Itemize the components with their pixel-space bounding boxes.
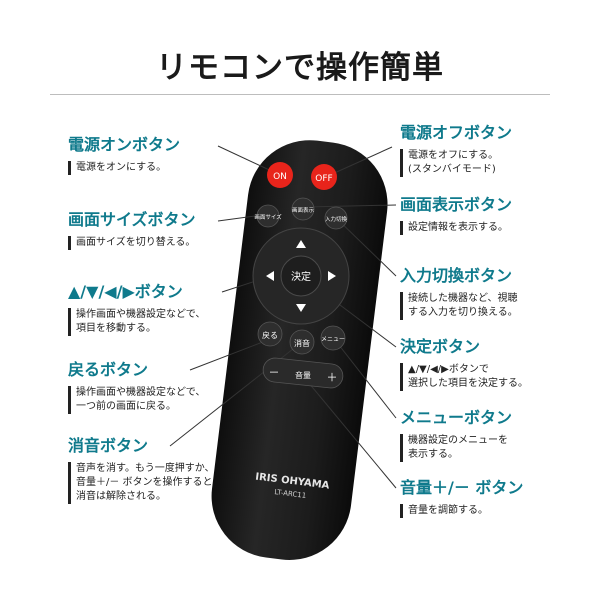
mute-callout: 消音ボタン 音声を消す。もう一度押すか、 音量＋/－ ボタンを操作すると 消音は…: [68, 436, 215, 504]
description-line: 音量＋/－ ボタンを操作すると: [76, 477, 213, 488]
description-line: 操作画面や機器設定などで、: [76, 387, 206, 398]
description-line: 設定情報を表示する。: [408, 222, 508, 233]
mute-description: 音声を消す。もう一度押すか、 音量＋/－ ボタンを操作すると 消音は解除される。: [68, 462, 215, 504]
power-off-description: 電源をオフにする。 (スタンバイモード): [400, 149, 512, 177]
volume-description: 音量を調節する。: [400, 504, 523, 518]
power-off-button: [311, 164, 337, 190]
arrows-callout: ▲/▼/◀/▶ボタン 操作画面や機器設定などで、 項目を移動する。: [68, 282, 205, 336]
description-line: 消音は解除される。: [76, 491, 166, 502]
screen-size-description: 画面サイズを切り替える。: [68, 236, 196, 250]
input-callout: 入力切換ボタン 接続した機器など、視聴 する入力を切り換える。: [400, 266, 518, 320]
power-off-callout: 電源オフボタン 電源をオフにする。 (スタンバイモード): [400, 123, 512, 177]
screen-size-button-label: 画面サイズ: [254, 213, 282, 221]
mute-button: [289, 329, 315, 355]
back-button-label: 戻る: [262, 330, 278, 340]
back-button: [257, 321, 283, 347]
display-description: 設定情報を表示する。: [400, 221, 512, 235]
display-button-label: 画面表示: [292, 206, 315, 214]
power-on-button-label: ON: [273, 172, 287, 182]
title-divider: [50, 94, 550, 95]
back-callout: 戻るボタン 操作画面や機器設定などで、 一つ前の画面に戻る。: [68, 360, 205, 414]
power-on-callout: 電源オンボタン 電源をオンにする。: [68, 135, 180, 175]
menu-callout: メニューボタン 機器設定のメニューを 表示する。: [400, 408, 512, 462]
description-line: 電源をオフにする。: [408, 150, 499, 161]
input-button-label: 入力切換: [325, 215, 348, 223]
menu-button: [320, 325, 346, 351]
volume-callout: 音量＋/－ ボタン 音量を調節する。: [400, 478, 523, 518]
power-on-heading: 電源オンボタン: [68, 135, 181, 154]
description-line: ▲/▼/◀/▶ボタンで: [408, 364, 489, 375]
enter-button-label: 決定: [291, 270, 311, 283]
right-arrow-icon: [328, 271, 336, 281]
power-on-description: 電源をオンにする。: [68, 161, 180, 175]
display-heading: 画面表示ボタン: [400, 195, 513, 214]
menu-description: 機器設定のメニューを 表示する。: [400, 434, 512, 462]
volume-minus-label: －: [269, 366, 280, 379]
enter-heading: 決定ボタン: [400, 337, 481, 356]
arrows-description: 操作画面や機器設定などで、 項目を移動する。: [68, 308, 205, 336]
description-line: する入力を切り換える。: [408, 307, 518, 318]
mute-button-label: 消音: [294, 338, 310, 348]
volume-rocker: [262, 357, 344, 389]
description-line: 機器設定のメニューを: [408, 435, 508, 446]
description-line: 一つ前の画面に戻る。: [76, 401, 176, 412]
enter-callout: 決定ボタン ▲/▼/◀/▶ボタンで 選択した項目を決定する。: [400, 337, 528, 391]
mute-heading: 消音ボタン: [68, 436, 149, 455]
description-line: 選択した項目を決定する。: [408, 378, 528, 389]
enter-button: [280, 255, 322, 297]
description-line: 音量を調節する。: [408, 505, 488, 516]
back-description: 操作画面や機器設定などで、 一つ前の画面に戻る。: [68, 386, 205, 414]
down-arrow-icon: [296, 304, 306, 312]
description-line: 表示する。: [408, 449, 458, 460]
description-line: 音声を消す。もう一度押すか、: [76, 463, 215, 474]
menu-heading: メニューボタン: [400, 408, 513, 427]
description-line: 電源をオンにする。: [76, 162, 167, 173]
volume-label: 音量: [295, 370, 311, 380]
back-heading: 戻るボタン: [68, 360, 149, 379]
screen-size-callout: 画面サイズボタン 画面サイズを切り替える。: [68, 210, 196, 250]
power-on-button: [267, 162, 293, 188]
volume-plus-label: ＋: [327, 371, 338, 384]
model-number: LT-ARC11: [274, 488, 307, 500]
description-line: 画面サイズを切り替える。: [76, 237, 196, 248]
page-title: リモコンで操作簡単: [156, 50, 444, 86]
volume-heading: 音量＋/－ ボタン: [400, 478, 524, 497]
description-line: 接続した機器など、視聴: [408, 293, 518, 304]
up-arrow-icon: [296, 240, 306, 248]
power-off-heading: 電源オフボタン: [400, 123, 513, 142]
screen-size-button: [256, 204, 280, 228]
screen-size-heading: 画面サイズボタン: [68, 210, 196, 229]
input-heading: 入力切換ボタン: [400, 266, 513, 285]
input-description: 接続した機器など、視聴 する入力を切り換える。: [400, 292, 518, 320]
menu-button-label: メニュー: [321, 336, 345, 343]
arrows-heading: ▲/▼/◀/▶ボタン: [68, 282, 183, 301]
description-line: (スタンバイモード): [408, 164, 496, 175]
description-line: 項目を移動する。: [76, 323, 156, 334]
input-button: [324, 206, 348, 230]
enter-description: ▲/▼/◀/▶ボタンで 選択した項目を決定する。: [400, 363, 528, 391]
display-callout: 画面表示ボタン 設定情報を表示する。: [400, 195, 512, 235]
power-off-button-label: OFF: [315, 174, 332, 184]
description-line: 操作画面や機器設定などで、: [76, 309, 206, 320]
display-button: [291, 197, 315, 221]
left-arrow-icon: [266, 271, 274, 281]
